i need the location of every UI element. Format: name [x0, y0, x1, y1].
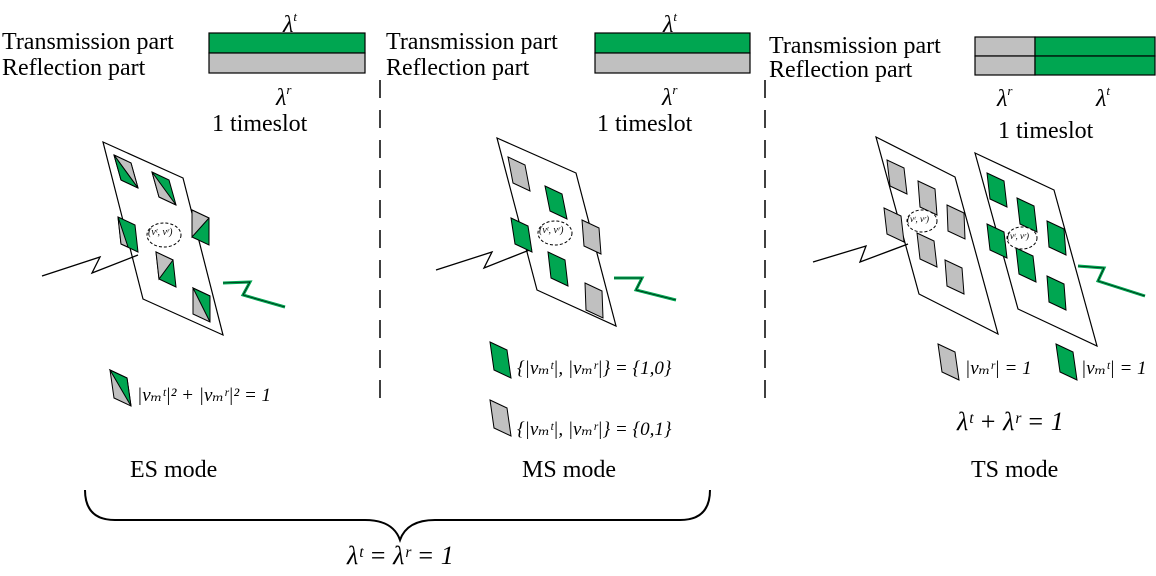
ts-transmitted-signal	[1077, 264, 1146, 298]
ms-incident-signal	[435, 248, 533, 271]
ms-reflection-label: Reflection part	[386, 55, 530, 81]
ms-lambda-r: λr	[662, 82, 678, 111]
ms-lambda-t: λt	[663, 9, 678, 38]
es-controller	[146, 222, 182, 248]
ts-reflection-label: Reflection part	[769, 57, 913, 83]
ms-transmitted-signal	[614, 276, 677, 302]
es-reflection-label: Reflection part	[2, 55, 146, 81]
es-element	[155, 251, 177, 288]
ts-timing-bar	[974, 36, 1156, 76]
ts-timeslot-label: 1 timeslot	[998, 118, 1094, 144]
es-coef-label: (vᵗ, vʳ)	[148, 227, 173, 238]
ms-legend-gray-icon	[489, 399, 512, 437]
es-element	[191, 286, 211, 323]
ms-mode-title: MS mode	[522, 457, 617, 483]
ms-equation-gray: {|vₘᵗ|, |vₘʳ|} = {0,1}	[517, 419, 672, 440]
es-element	[113, 154, 139, 189]
ts-trans-coef-label: (vᵗ, vʳ)	[1007, 231, 1029, 241]
es-equation: |vₘᵗ|² + |vₘʳ|² = 1	[137, 385, 272, 406]
ts-incident-signal	[812, 243, 909, 264]
es-legend-element-icon	[108, 368, 132, 407]
ms-coef-label: (vᵗ, vʳ)	[539, 225, 564, 236]
ts-lambda-r: λr	[997, 83, 1013, 112]
ms-surface	[435, 136, 677, 328]
ms-element-gray	[584, 282, 604, 319]
ms-legend-green-icon	[489, 341, 512, 379]
es-transmission-label: Transmission part	[2, 29, 174, 55]
ms-controller	[537, 220, 573, 246]
es-element	[191, 209, 210, 246]
ts-equation-gray: |vₘʳ| = 1	[965, 358, 1032, 379]
ms-element-green	[547, 251, 569, 287]
ts-sum-equation: λᵗ + λʳ = 1	[957, 407, 1064, 436]
bottom-brace	[84, 489, 711, 544]
ts-mode-title: TS mode	[971, 457, 1059, 483]
es-lambda-r: λr	[276, 82, 292, 111]
es-surface	[41, 140, 286, 337]
ts-transmission-label: Transmission part	[769, 33, 941, 59]
ms-timeslot-label: 1 timeslot	[597, 111, 693, 137]
ts-lambda-t: λt	[1096, 83, 1111, 112]
ts-equation-green: |vₘᵗ| = 1	[1081, 358, 1147, 379]
es-timing-bar	[208, 32, 366, 74]
es-element	[117, 216, 139, 253]
es-element	[151, 171, 177, 206]
es-transmitted-signal	[222, 280, 286, 309]
ts-surface-reflection	[812, 135, 999, 336]
ms-timing-bar	[594, 32, 751, 74]
bottom-equation: λᵗ = λʳ = 1	[347, 541, 454, 570]
es-incident-signal	[41, 254, 139, 277]
ms-element-green	[544, 185, 568, 220]
ts-refl-coef-label: (vᵗ, vʳ)	[907, 214, 929, 224]
ms-equation-green: {|vₘᵗ|, |vₘʳ|} = {1,0}	[517, 358, 672, 379]
ts-legend-gray-icon	[937, 343, 960, 381]
ms-element-green	[510, 217, 533, 253]
es-mode-title: ES mode	[130, 457, 218, 483]
ts-surface-transmission	[974, 151, 1146, 348]
ts-legend-green-icon	[1055, 343, 1078, 381]
es-timeslot-label: 1 timeslot	[212, 111, 308, 137]
ms-element-gray	[581, 219, 602, 255]
ms-element-gray	[507, 156, 531, 192]
es-lambda-t: λt	[283, 9, 298, 38]
ms-transmission-label: Transmission part	[386, 29, 558, 55]
